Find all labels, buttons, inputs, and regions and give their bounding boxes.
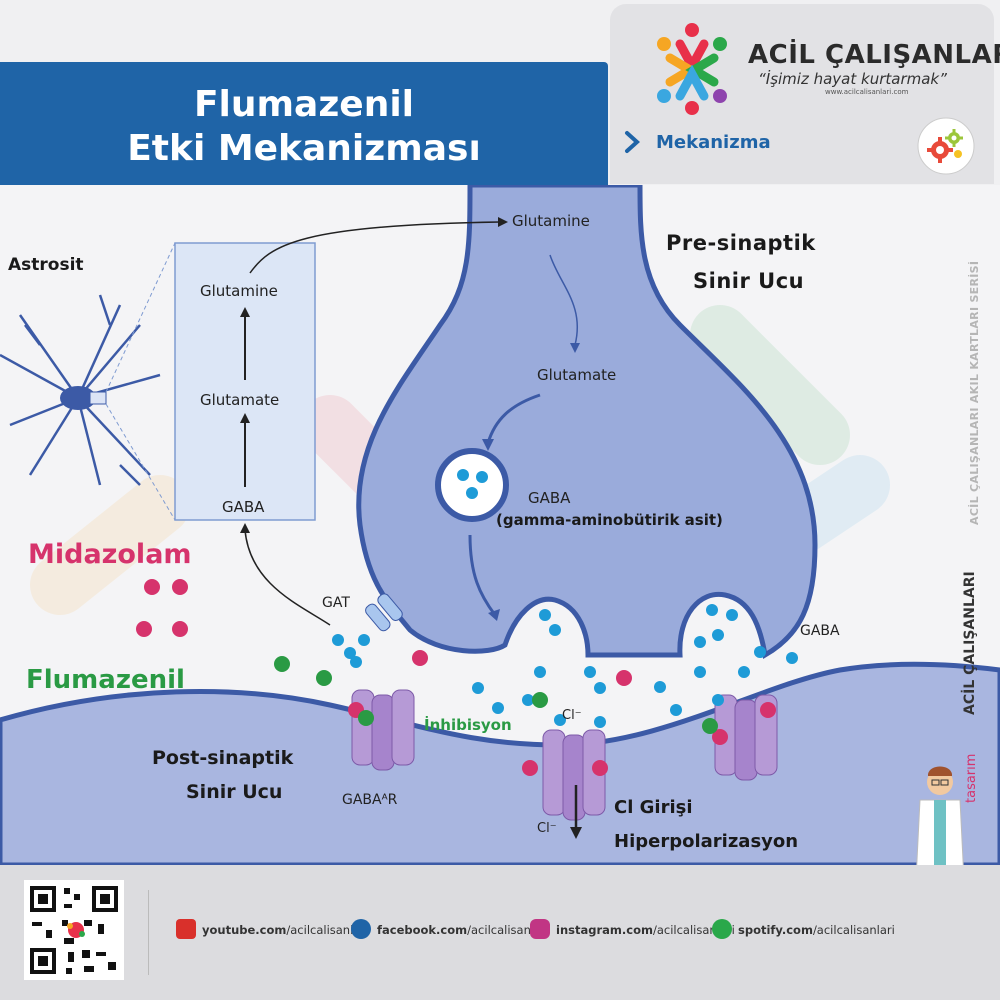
brand-url: www.acilcalisanlari.com xyxy=(825,88,909,96)
synapse-illustration xyxy=(0,185,1000,865)
vesicle-gaba-desc: (gamma-aminobütirik asit) xyxy=(496,511,723,529)
gears-icon xyxy=(917,117,975,175)
inhibition-label: İnhibisyon xyxy=(424,716,512,734)
midazolam-molecules xyxy=(136,579,776,776)
series-text: ACİL ÇALIŞANLARI AKIL KARTLARI SERİSİ xyxy=(968,260,981,525)
page-title-line2: Etki Mekanizması xyxy=(127,128,481,169)
title-panel: Flumazenil Etki Mekanizması xyxy=(0,62,608,185)
presynaptic-glutamate-label: Glutamate xyxy=(537,366,617,384)
qr-code-icon[interactable] xyxy=(24,880,124,980)
gabaa-receptor-left xyxy=(351,689,415,771)
facebook-icon[interactable] xyxy=(351,919,371,939)
flumazenil-molecules xyxy=(274,656,718,734)
midazolam-label: Midazolam xyxy=(28,539,192,570)
brand-slogan: “İşimiz hayat kurtarmak” xyxy=(758,70,947,88)
instagram-link[interactable]: instagram.com/acilcalisanlari xyxy=(556,923,735,937)
flumazenil-label: Flumazenil xyxy=(26,665,185,695)
brand-logo-icon xyxy=(657,23,727,115)
inset-glutamine-label: Glutamine xyxy=(200,282,278,300)
inset-gaba-label: GABA xyxy=(222,498,265,516)
vesicle-gaba-label: GABA xyxy=(528,489,571,507)
receptor-label: GABAᴬR xyxy=(342,792,398,808)
presynaptic-glutamine-label: Glutamine xyxy=(512,212,590,230)
spotify-link[interactable]: spotify.com/acilcalisanlari xyxy=(738,923,895,937)
inset-glutamate-label: Glutamate xyxy=(200,391,280,409)
presynaptic-title-line2: Sinir Ucu xyxy=(693,269,805,293)
youtube-icon[interactable] xyxy=(176,919,196,939)
instagram-icon[interactable] xyxy=(530,919,550,939)
brand-card: ACİL ÇALIŞANLARI “İşimiz hayat kurtarmak… xyxy=(610,4,1000,184)
synaptic-vesicle xyxy=(435,448,509,522)
page-title-line1: Flumazenil xyxy=(193,84,415,125)
postsynaptic-line2: Sinir Ucu xyxy=(186,781,283,803)
cl-top-label: Cl⁻ xyxy=(562,708,582,723)
spotify-icon[interactable] xyxy=(712,919,732,939)
cl-entry-label: Cl Girişi xyxy=(614,797,693,818)
section-label: Mekanizma xyxy=(656,132,771,153)
gaba-molecules xyxy=(332,634,798,728)
footer: youtube.com/acilcalisanlari facebook.com… xyxy=(0,865,1000,1000)
gat-label: GAT xyxy=(322,595,350,611)
cl-bottom-label: Cl⁻ xyxy=(537,821,557,836)
youtube-link[interactable]: youtube.com/acilcalisanlari xyxy=(202,923,369,937)
diagram: Astrosit Glutamine Glutamate GABA Glutam… xyxy=(0,185,1000,920)
astrocyte-label: Astrosit xyxy=(8,255,84,275)
footer-divider xyxy=(148,890,149,975)
gabaa-receptor-center xyxy=(542,729,606,821)
hyperpolarization-label: Hiperpolarizasyon xyxy=(614,831,799,852)
gaba-right-label: GABA xyxy=(800,623,840,639)
chevron-right-icon xyxy=(625,131,640,153)
design-brand: ACİL ÇALIŞANLARI xyxy=(962,571,978,715)
brand-name: ACİL ÇALIŞANLARI xyxy=(748,40,1000,70)
postsynaptic-line1: Post-sinaptik xyxy=(152,747,294,769)
presynaptic-title-line1: Pre-sinaptik xyxy=(666,231,816,255)
facebook-link[interactable]: facebook.com/acilcalisanlari xyxy=(377,923,550,937)
